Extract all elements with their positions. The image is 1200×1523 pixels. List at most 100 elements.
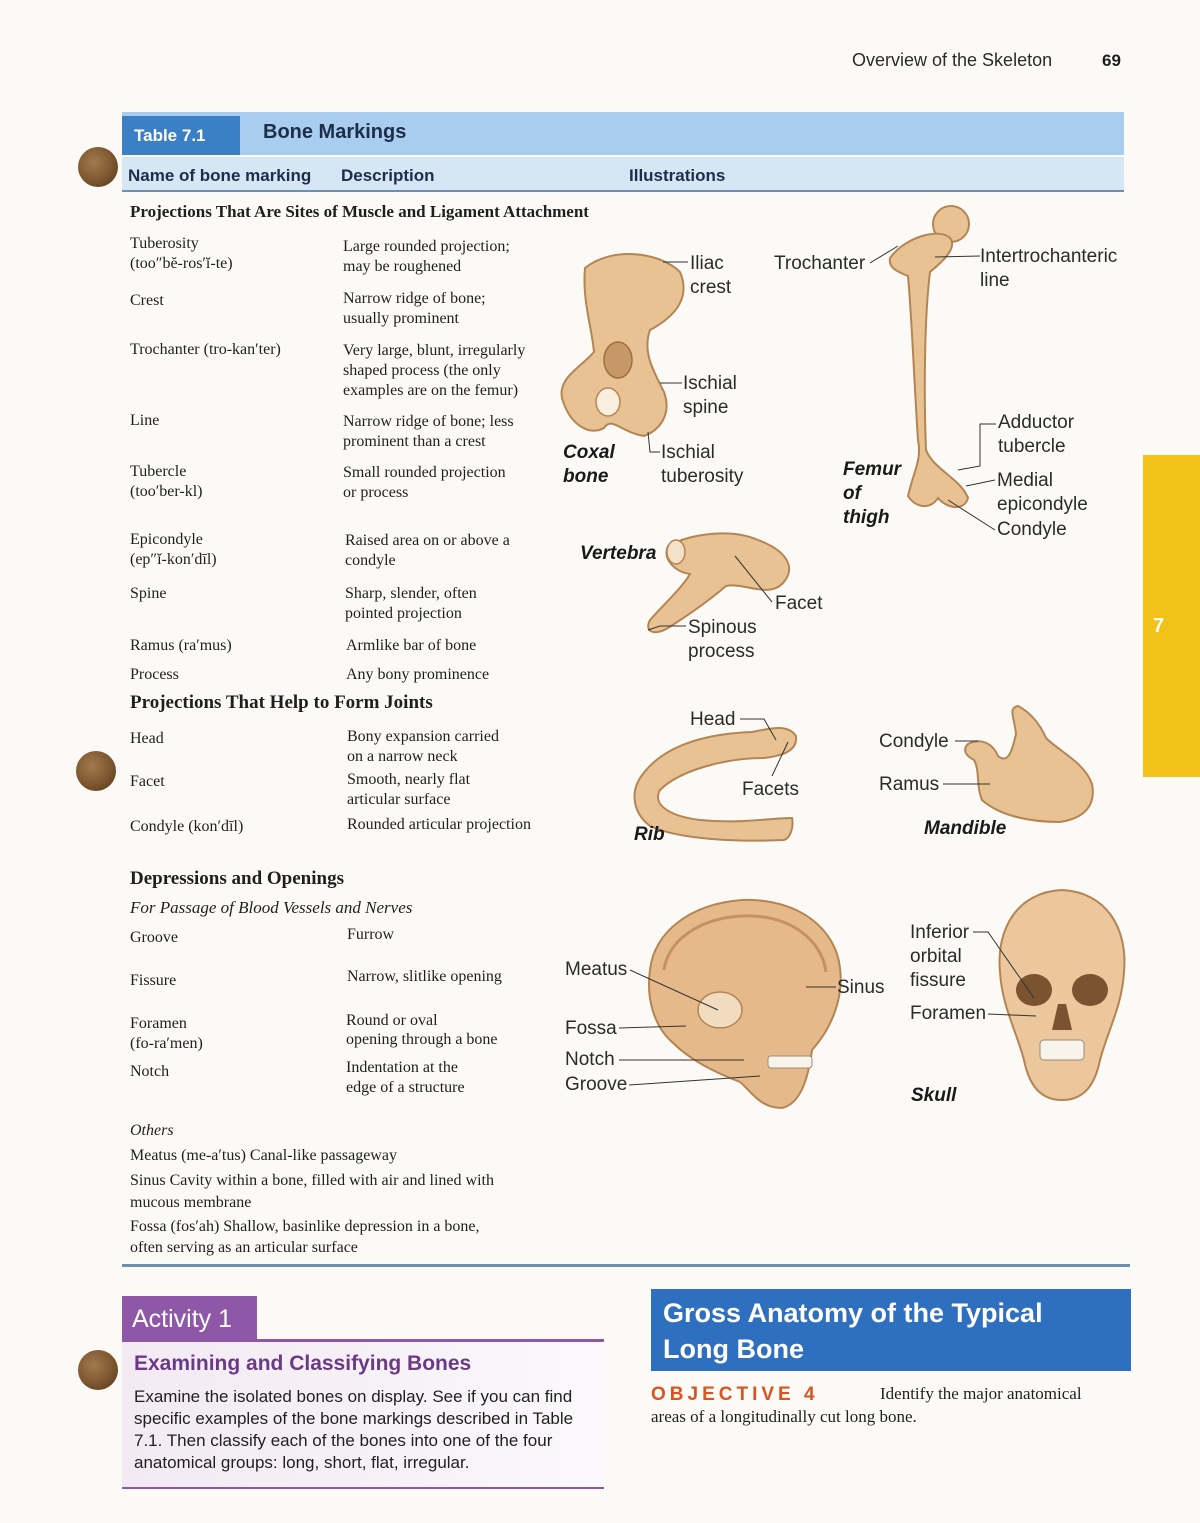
description: usually prominent	[343, 310, 459, 327]
description: Very large, blunt, irregularly	[343, 342, 526, 359]
term: Tubercle	[130, 463, 187, 480]
description: Smooth, nearly flat	[347, 771, 471, 788]
chapter-tab: 7	[1143, 455, 1200, 777]
table-title: Bone Markings	[263, 121, 407, 143]
description: Bony expansion carried	[347, 728, 499, 745]
description: shaped process (the only	[343, 362, 501, 379]
label-head: Head	[690, 709, 736, 730]
table-tag: Table 7.1	[122, 116, 240, 155]
caption-skull: Skull	[911, 1085, 957, 1106]
description: Round or oval	[346, 1012, 438, 1029]
mandible-illustration	[943, 704, 1094, 824]
description: may be roughened	[343, 258, 462, 275]
description: Small rounded projection	[343, 464, 506, 481]
frontal-skull-illustration	[973, 888, 1126, 1102]
term: Facet	[130, 773, 165, 790]
description: pointed projection	[345, 605, 462, 622]
objective-tag: OBJECTIVE 4	[651, 1384, 819, 1405]
term: Condyle (kon′dīl)	[130, 818, 244, 835]
term: Notch	[130, 1063, 170, 1080]
vertebra-illustration	[647, 532, 791, 634]
description: Narrow, slitlike opening	[347, 968, 502, 985]
term: Meatus (me-a′tus)	[130, 1147, 246, 1164]
pronunciation: (ep″ĭ-kon′dīl)	[130, 551, 217, 568]
description: Raised area on or above a	[345, 532, 510, 549]
label-notch: Notch	[565, 1049, 615, 1070]
term: Foramen	[130, 1015, 187, 1032]
description: Furrow	[347, 926, 395, 943]
section-heading: Projections That Are Sites of Muscle and…	[130, 202, 589, 221]
activity-title: Examining and Classifying Bones	[134, 1352, 472, 1375]
term: Head	[130, 730, 164, 747]
term: Trochanter (tro-kan′ter)	[130, 341, 281, 358]
term: Line	[130, 412, 160, 429]
description: Sharp, slender, often	[345, 585, 477, 602]
description: condyle	[345, 552, 396, 569]
activity-body: Examine the isolated bones on display. S…	[134, 1387, 574, 1472]
objective-text: Identify the major anatomical	[880, 1384, 1082, 1403]
term: Epicondyle	[130, 531, 203, 548]
description: Any bony prominence	[346, 666, 490, 683]
column-header-name: Name of bone marking	[128, 166, 312, 185]
caption-rib: Rib	[634, 824, 665, 845]
label-ramus: Ramus	[879, 774, 940, 795]
term: Fossa (fos′ah)	[130, 1218, 220, 1235]
activity-rule	[122, 1339, 604, 1342]
description: Narrow ridge of bone;	[343, 290, 486, 307]
activity-tag: Activity 1	[122, 1296, 257, 1342]
table-column-band	[122, 157, 1124, 192]
caption-mandible: Mandible	[924, 818, 1007, 839]
others-heading: Others	[130, 1122, 174, 1139]
description: on a narrow neck	[347, 748, 458, 765]
description: Indentation at the	[346, 1059, 458, 1076]
description: Large rounded projection;	[343, 238, 510, 255]
description: articular surface	[347, 791, 451, 808]
table-title-band	[122, 112, 1124, 155]
section-title: Long Bone	[663, 1334, 804, 1364]
label-mandible-condyle: Condyle	[879, 731, 949, 752]
description: Armlike bar of bone	[346, 637, 477, 654]
others-item: Sinus Cavity within a bone, filled with …	[130, 1171, 494, 1191]
description: Canal-like passageway	[249, 1147, 397, 1164]
term: Ramus (ra′mus)	[130, 637, 232, 654]
description: edge of a structure	[346, 1079, 465, 1096]
pronunciation: (fo-ra′men)	[130, 1035, 203, 1052]
pronunciation: (too′ber-kl)	[130, 483, 203, 500]
page-number: 69	[1102, 51, 1121, 70]
term: Tuberosity	[130, 235, 199, 252]
section-heading: Projections That Help to Form Joints	[130, 692, 433, 713]
label-groove: Groove	[565, 1074, 628, 1095]
label-condyle: Condyle	[997, 519, 1067, 540]
description: Shallow, basinlike depression in a bone,	[223, 1218, 480, 1235]
running-head: Overview of the Skeleton	[852, 50, 1053, 70]
term: Groove	[130, 929, 178, 946]
section-title: Gross Anatomy of the Typical	[663, 1298, 1043, 1328]
term: Process	[130, 666, 179, 683]
description: opening through a bone	[346, 1031, 498, 1048]
column-header-illustrations: Illustrations	[629, 166, 726, 185]
label-facets: Facets	[742, 779, 800, 800]
section-heading: Depressions and Openings	[130, 868, 344, 889]
section-title-box: Gross Anatomy of the Typical Long Bone	[651, 1289, 1131, 1371]
label-foramen: Foramen	[910, 1003, 987, 1024]
activity-box	[122, 1342, 604, 1489]
coxal-bone-illustration	[560, 253, 688, 453]
term: Crest	[130, 292, 164, 309]
term: Spine	[130, 585, 167, 602]
lateral-skull-illustration	[618, 898, 842, 1110]
term: Fissure	[130, 972, 177, 989]
description: often serving as an articular surface	[130, 1239, 358, 1256]
description: mucous membrane	[130, 1194, 252, 1211]
binder-hole	[78, 147, 118, 187]
rib-illustration	[633, 718, 798, 842]
description: prominent than a crest	[343, 433, 486, 450]
